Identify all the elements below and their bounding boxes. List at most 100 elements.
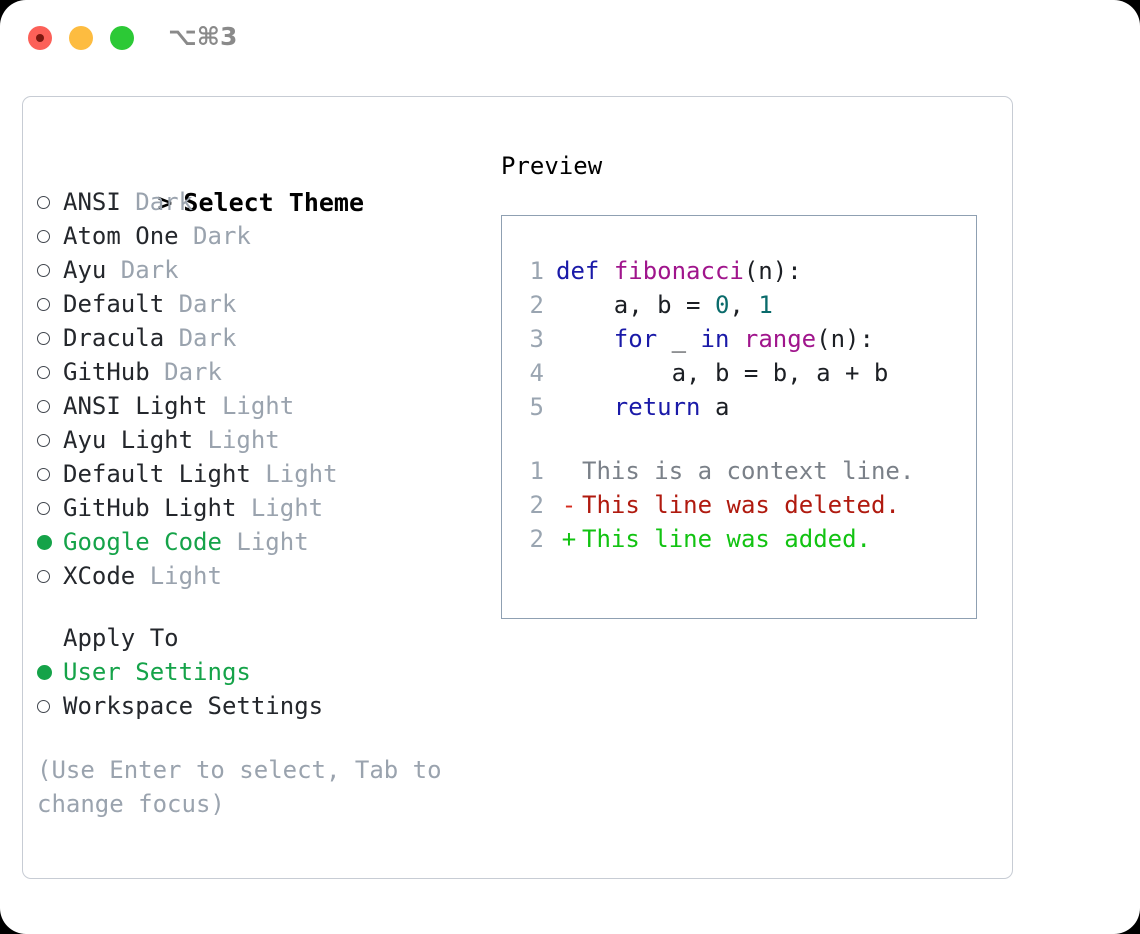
theme-list-item[interactable]: Google Code Light — [37, 525, 507, 559]
radio-bullet-shape — [37, 196, 50, 209]
diff-line: 1 This is a context line. — [502, 454, 976, 488]
code-line-number: 2 — [529, 291, 544, 319]
code-token-pl — [556, 393, 614, 421]
apply-to-item[interactable]: User Settings — [37, 655, 507, 689]
theme-list-item[interactable]: GitHub Dark — [37, 355, 507, 389]
radio-unselected-icon — [37, 458, 63, 492]
minimize-window-icon[interactable] — [69, 26, 93, 50]
theme-kind-label: Light — [236, 494, 324, 522]
code-line: 3 for _ in range(n): — [502, 322, 976, 356]
code-token-kw: def — [556, 257, 600, 285]
radio-bullet-shape — [37, 230, 50, 243]
code-token-pl — [556, 325, 614, 353]
theme-kind-label: Light — [250, 460, 338, 488]
theme-list-item[interactable]: Dracula Dark — [37, 321, 507, 355]
diff-marker-ctx — [556, 454, 582, 488]
radio-unselected-icon — [37, 220, 63, 254]
theme-list-item[interactable]: ANSI Dark — [37, 185, 507, 219]
keyboard-hint-text: (Use Enter to select, Tab to change focu… — [37, 756, 457, 818]
radio-unselected-icon — [37, 322, 63, 356]
theme-kind-label: Dark — [164, 324, 237, 352]
code-token-pl: (n): — [743, 257, 802, 285]
code-token-pl — [599, 257, 613, 285]
close-window-icon[interactable] — [28, 26, 52, 50]
code-token-pl: , — [729, 291, 759, 319]
radio-bullet-shape — [37, 264, 50, 277]
code-token-kw: in — [700, 325, 730, 353]
theme-name-label: GitHub — [63, 358, 150, 386]
diff-line-number: 2 — [529, 491, 544, 519]
theme-list-item[interactable]: ANSI Light Light — [37, 389, 507, 423]
code-token-fn: range — [743, 325, 817, 353]
radio-selected-icon — [37, 526, 63, 560]
theme-list-item[interactable]: XCode Light — [37, 559, 507, 593]
theme-list-item[interactable]: Atom One Dark — [37, 219, 507, 253]
code-line-number: 5 — [529, 393, 544, 421]
code-line: 1 def fibonacci(n): — [502, 254, 976, 288]
theme-name-label: Ayu — [63, 256, 107, 284]
apply-to-label: Workspace Settings — [63, 692, 324, 720]
diff-marker-add: + — [561, 525, 577, 553]
code-token-pl: a — [700, 393, 730, 421]
preview-title: Preview — [501, 152, 603, 180]
theme-kind-label: Light — [135, 562, 222, 590]
code-token-num: 1 — [758, 291, 773, 319]
radio-unselected-icon — [37, 390, 63, 424]
theme-name-label: ANSI Light — [63, 392, 208, 420]
theme-name-label: Default — [63, 290, 165, 318]
radio-unselected-icon — [37, 560, 63, 594]
select-theme-title: Select Theme — [183, 188, 365, 217]
theme-name-label: Atom One — [63, 222, 179, 250]
theme-name-label: Dracula — [63, 324, 165, 352]
radio-unselected-icon — [37, 186, 63, 220]
code-token-pl: (n): — [816, 325, 874, 353]
theme-kind-label: Light — [221, 528, 309, 556]
theme-name-label: ANSI — [63, 188, 121, 216]
keyboard-shortcut-label: ⌥⌘3 — [168, 22, 238, 51]
theme-list-item[interactable]: Default Dark — [37, 287, 507, 321]
theme-name-label: Default Light — [63, 460, 251, 488]
diff-marker-del: - — [561, 491, 577, 519]
code-token-num: 0 — [714, 291, 730, 319]
radio-bullet-shape — [37, 502, 50, 515]
radio-selected-icon — [37, 656, 63, 690]
code-token-kw: for — [613, 325, 658, 353]
code-line-number: 4 — [529, 359, 544, 387]
theme-kind-label: Light — [207, 392, 295, 420]
code-token-pl: a, b = b, a + b — [556, 359, 889, 387]
radio-unselected-icon — [37, 690, 63, 724]
radio-bullet-shape — [37, 332, 50, 345]
code-token-fn: fibonacci — [613, 257, 744, 285]
radio-unselected-icon — [37, 254, 63, 288]
maximize-window-icon[interactable] — [110, 26, 134, 50]
radio-unselected-icon — [37, 356, 63, 390]
diff-line: 2+This line was added. — [502, 522, 976, 556]
select-theme-heading: >Select Theme — [37, 149, 507, 217]
apply-to-item[interactable]: Workspace Settings — [37, 689, 507, 723]
code-line-number: 3 — [529, 325, 544, 353]
theme-kind-label: Dark — [164, 290, 237, 318]
diff-line-number: 2 — [529, 525, 544, 553]
theme-list-item[interactable]: Ayu Dark — [37, 253, 507, 287]
theme-list-item[interactable]: Default Light Light — [37, 457, 507, 491]
diff-line: 2-This line was deleted. — [502, 488, 976, 522]
theme-list-item[interactable]: GitHub Light Light — [37, 491, 507, 525]
theme-list-item[interactable]: Ayu Light Light — [37, 423, 507, 457]
theme-kind-label: Light — [193, 426, 280, 454]
radio-bullet-shape — [37, 434, 50, 447]
code-line: 5 return a — [502, 390, 976, 424]
radio-bullet-shape — [37, 298, 50, 311]
radio-bullet-shape — [37, 366, 50, 379]
diff-text: This line was deleted. — [582, 491, 900, 519]
code-line-number: 1 — [529, 257, 544, 285]
theme-kind-label: Dark — [149, 358, 222, 386]
theme-name-label: Ayu Light — [63, 426, 194, 454]
radio-unselected-icon — [37, 288, 63, 322]
theme-name-label: Google Code — [63, 528, 222, 556]
traffic-light-group — [28, 26, 134, 50]
